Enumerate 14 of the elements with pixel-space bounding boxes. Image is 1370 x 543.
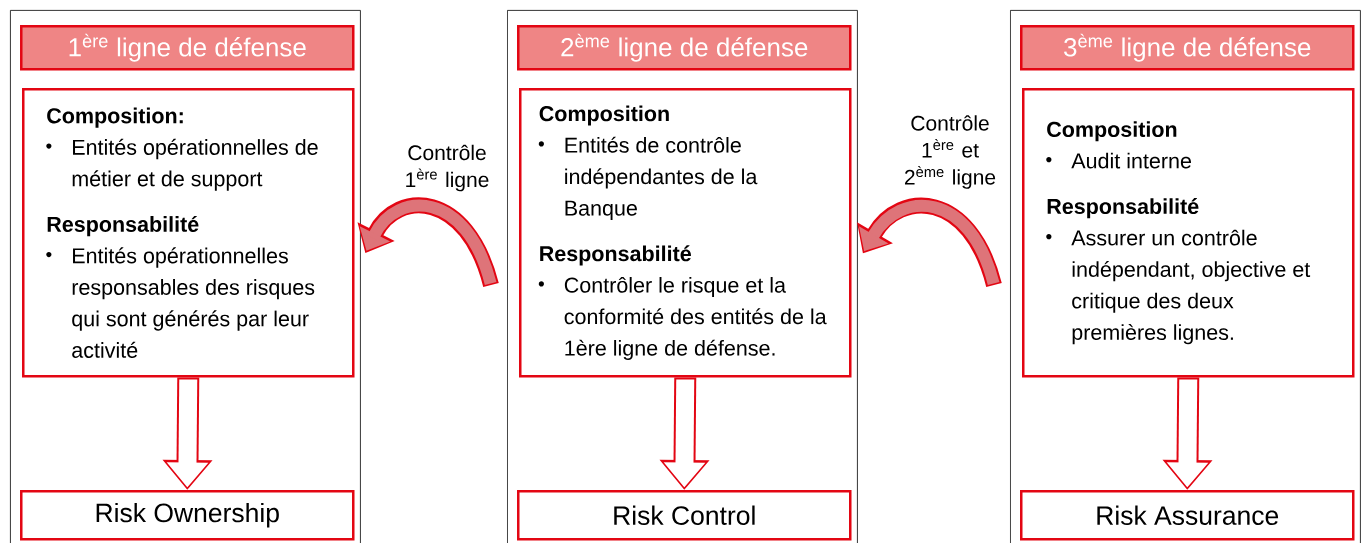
label-box: Risk Ownership — [20, 490, 355, 541]
text-box: Composition Audit interne Responsabilité Assurer un contrôle indépendant, objective et critique des deux premières lignes. — [1022, 88, 1355, 378]
column-panel — [507, 10, 858, 543]
column-panel — [10, 10, 361, 543]
title-banner: 1$^{ère}$ ligne de défense — [20, 25, 355, 71]
column-panel — [1010, 10, 1361, 543]
edge-label: Contrôle 1$^{ère}$ et 2$^{ème}$ ligne — [905, 115, 996, 189]
text-box: Composition: Entités opérationnelles de métier et de support Responsabilité Entités opérationnelles responsables des risques qui sont générés par leur activité — [22, 88, 355, 378]
label-box: Risk Control — [517, 490, 852, 541]
text-box: Composition Entités de contrôle indépendantes de la Banque Responsabilité Contrôler le risque et la conformité des entités de la 1ère ligne de défense. — [519, 88, 852, 378]
title-banner: 2$^{ème}$ ligne de défense — [517, 25, 852, 71]
title-banner: 3$^{ème}$ ligne de défense — [1020, 25, 1355, 71]
edge-label: Contrôle 1$^{ère}$ ligne — [406, 144, 489, 192]
label-box: Risk Assurance — [1020, 490, 1355, 541]
